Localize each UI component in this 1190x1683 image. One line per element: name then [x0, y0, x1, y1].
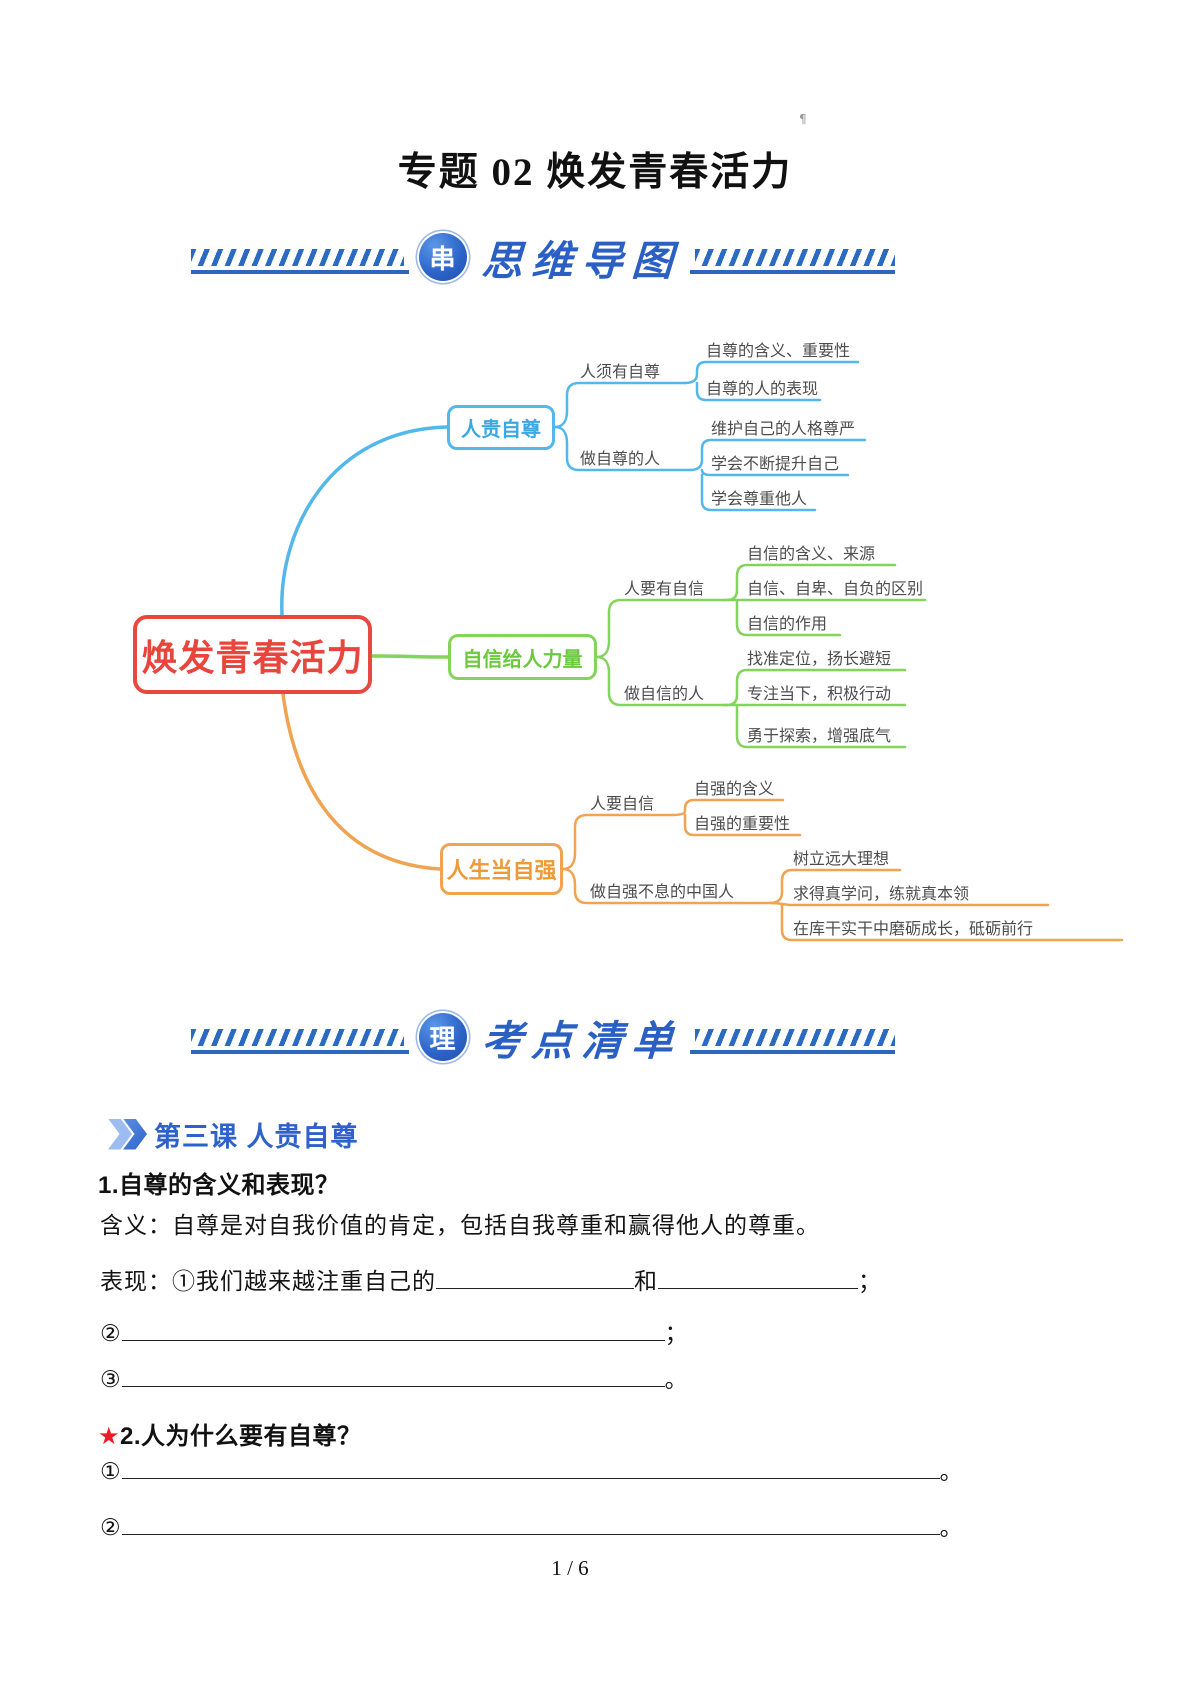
- hatch-right-decoration: [689, 248, 895, 274]
- fill-in-blank[interactable]: [436, 1286, 634, 1289]
- mindmap-leaf: 自尊的人的表现: [706, 381, 819, 398]
- q1-and-text: 和: [634, 1269, 658, 1294]
- mindmap-leaf: 自信、自卑、自负的区别: [747, 581, 924, 598]
- period: 。: [939, 1459, 964, 1484]
- hatch-left-decoration: [190, 1028, 409, 1054]
- connector-blue-leaf3: [688, 438, 867, 472]
- q1-expression-prefix: 表现：①我们越来越注重自己的: [100, 1269, 436, 1294]
- connector-blue-leaf4: [700, 468, 850, 477]
- hatch-left-decoration: [190, 248, 409, 274]
- mindmap-branch-confidence: 自信给人力量: [448, 634, 597, 680]
- li-badge-icon: 理: [416, 1011, 469, 1063]
- mindmap-subtopic: 做自信的人: [624, 686, 705, 703]
- double-chevron-icon: [108, 1118, 147, 1150]
- mindmap-subtopic: 人要有自信: [624, 581, 705, 598]
- connector-orange-sub2: [561, 867, 744, 905]
- chuan-badge-icon: 串: [416, 231, 469, 283]
- orange-branch-lines: [281, 692, 1124, 942]
- lesson-title: 第三课 人贵自尊: [154, 1121, 359, 1152]
- fill-in-blank[interactable]: [121, 1384, 665, 1387]
- page-number: 1 / 6: [551, 1556, 589, 1580]
- q1-item2-line: ②；: [100, 1314, 689, 1348]
- item-number: ②: [100, 1321, 122, 1346]
- mindmap-leaf: 在库干实干中磨砺成长，砥砺前行: [793, 921, 1034, 938]
- fill-in-blank[interactable]: [121, 1338, 665, 1341]
- mindmap-subtopic: 人须有自尊: [580, 364, 661, 381]
- keypoints-section-header: 理 考点清单: [185, 1008, 900, 1066]
- fill-in-blank[interactable]: [121, 1476, 940, 1479]
- item-number: ②: [100, 1515, 122, 1540]
- star-icon: ★: [98, 1423, 121, 1450]
- mindmap-leaf: 自信的含义、来源: [747, 546, 876, 563]
- connector-orange-sub1: [561, 813, 674, 871]
- keypoints-section-title: 考点清单: [480, 1018, 683, 1064]
- mindmap-leaf: 自尊的含义、重要性: [706, 343, 851, 360]
- q2-item2-line: ②。: [100, 1508, 964, 1542]
- mindmap-leaf: 学会不断提升自己: [711, 456, 840, 473]
- connector-green-leaf3: [735, 598, 842, 637]
- connector-orange-main: [281, 692, 442, 871]
- q2-item1-line: ①。: [100, 1452, 964, 1486]
- mindmap-subtopic: 人要自信: [590, 796, 655, 813]
- mindmap-leaf: 自信的作用: [747, 616, 828, 633]
- mindmap-subtopic: 做自尊的人: [580, 451, 661, 468]
- mindmap-leaf: 自强的重要性: [694, 816, 791, 833]
- page-title: 专题 02 焕发青春活力: [397, 151, 793, 194]
- lesson-header: 第三课 人贵自尊: [108, 1116, 359, 1152]
- blue-branch-lines: [280, 360, 867, 617]
- connector-green-leaf6: [735, 703, 907, 749]
- item-number: ①: [100, 1459, 122, 1484]
- mindmap-section-header: 串 思维导图: [185, 228, 900, 286]
- connector-green-sub1: [595, 598, 726, 659]
- mindmap-root-node: 焕发青春活力: [133, 615, 372, 694]
- mindmap-leaf: 树立远大理想: [793, 851, 890, 868]
- mindmap-branch-self-improvement: 人生当自强: [440, 843, 563, 895]
- question-1-title: 1.自尊的含义和表现？: [98, 1172, 340, 1199]
- fill-in-blank[interactable]: [121, 1532, 940, 1535]
- connector-orange-leaf5: [780, 903, 1124, 942]
- mindmap-leaf: 自强的含义: [694, 781, 775, 798]
- connector-orange-leaf1: [670, 798, 785, 817]
- mindmap-connectors: [280, 360, 1124, 942]
- connector-green-main: [370, 654, 450, 659]
- mindmap-diagram: 焕发青春活力 人贵自尊 自信给人力量 人生当自强 人须有自尊 自尊的含义、重要性…: [0, 300, 1190, 970]
- green-branch-lines: [370, 563, 927, 749]
- q1-expression-line: 表现：①我们越来越注重自己的 和 ；: [100, 1262, 882, 1296]
- connector-blue-leaf2: [695, 381, 822, 402]
- connector-blue-leaf5: [700, 473, 817, 512]
- mindmap-subtopic: 做自强不息的中国人: [590, 884, 735, 901]
- mindmap-branch-self-esteem: 人贵自尊: [447, 405, 555, 450]
- q1-meaning-line: 含义：自尊是对自我价值的肯定，包括自我尊重和赢得他人的尊重。: [100, 1213, 820, 1238]
- hatch-right-decoration: [689, 1028, 895, 1054]
- connector-blue-main: [280, 425, 449, 617]
- period: 。: [939, 1515, 964, 1540]
- question-2-text: 2.人为什么要有自尊？: [120, 1423, 362, 1450]
- mindmap-leaf: 专注当下，积极行动: [747, 686, 892, 703]
- q1-item3-line: ③。: [100, 1360, 689, 1394]
- connector-blue-leaf1: [683, 360, 860, 385]
- period: 。: [664, 1367, 689, 1392]
- mindmap-leaf: 求得真学问，练就真本领: [793, 886, 970, 903]
- item-number: ③: [100, 1367, 122, 1392]
- connector-blue-sub2: [553, 425, 692, 472]
- paragraph-mark: ¶: [799, 112, 807, 126]
- connector-blue-sub1: [553, 381, 687, 429]
- mindmap-leaf: 找准定位，扬长避短: [747, 651, 892, 668]
- question-2-title: ★2.人为什么要有自尊？: [98, 1416, 362, 1451]
- semicolon: ；: [664, 1321, 689, 1346]
- connector-orange-leaf4: [768, 901, 1050, 907]
- fill-in-blank[interactable]: [658, 1286, 858, 1289]
- mindmap-section-title: 思维导图: [480, 238, 683, 284]
- mindmap-leaf: 维护自己的人格尊严: [711, 421, 856, 438]
- mindmap-leaf: 学会尊重他人: [711, 491, 808, 508]
- connector-orange-leaf2: [683, 813, 802, 837]
- mindmap-leaf: 勇于探索，增强底气: [747, 728, 892, 745]
- connector-green-sub2: [595, 655, 726, 707]
- semicolon: ；: [858, 1269, 882, 1294]
